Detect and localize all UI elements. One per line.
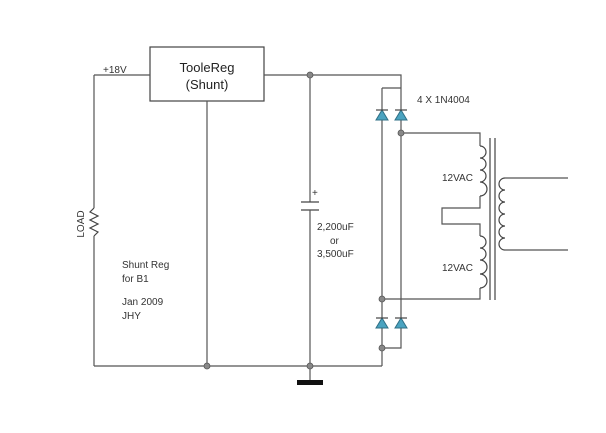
capacitor-value-or: or xyxy=(330,236,340,247)
capacitor-value-2: 3,500uF xyxy=(317,249,354,260)
capacitor-value-1: 2,200uF xyxy=(317,222,354,233)
diode-top-left xyxy=(375,109,389,121)
transformer-core xyxy=(489,138,496,300)
note-line-3: Jan 2009 xyxy=(122,297,164,308)
junction-nodes xyxy=(203,71,405,370)
capacitor xyxy=(301,75,319,366)
note-line-2: for B1 xyxy=(122,274,149,285)
diode-bottom-right xyxy=(394,317,408,329)
diode-bottom-left xyxy=(375,317,389,329)
note-line-4: JHY xyxy=(122,311,141,322)
transformer-secondary-coils xyxy=(479,145,488,289)
rail-voltage-label: +18V xyxy=(103,65,127,76)
regulator-box: TooleReg (Shunt) xyxy=(149,46,265,102)
diodes-label: 4 X 1N4004 xyxy=(417,95,470,106)
transformer-secondary-wires xyxy=(382,132,481,300)
lower-winding-label: 12VAC xyxy=(442,263,473,274)
diode-top-right xyxy=(394,109,408,121)
load-resistor xyxy=(88,207,100,237)
bridge-rectifier xyxy=(375,87,408,366)
regulator-name: TooleReg xyxy=(180,60,235,75)
transformer-primary xyxy=(498,177,568,251)
regulator-type: (Shunt) xyxy=(186,77,229,92)
load-label: LOAD xyxy=(76,210,87,237)
capacitor-polarity: + xyxy=(312,188,318,199)
note-line-1: Shunt Reg xyxy=(122,260,169,271)
load-branch xyxy=(88,75,100,366)
notes: Shunt Reg for B1 Jan 2009 JHY xyxy=(122,260,169,322)
upper-winding-label: 12VAC xyxy=(442,173,473,184)
